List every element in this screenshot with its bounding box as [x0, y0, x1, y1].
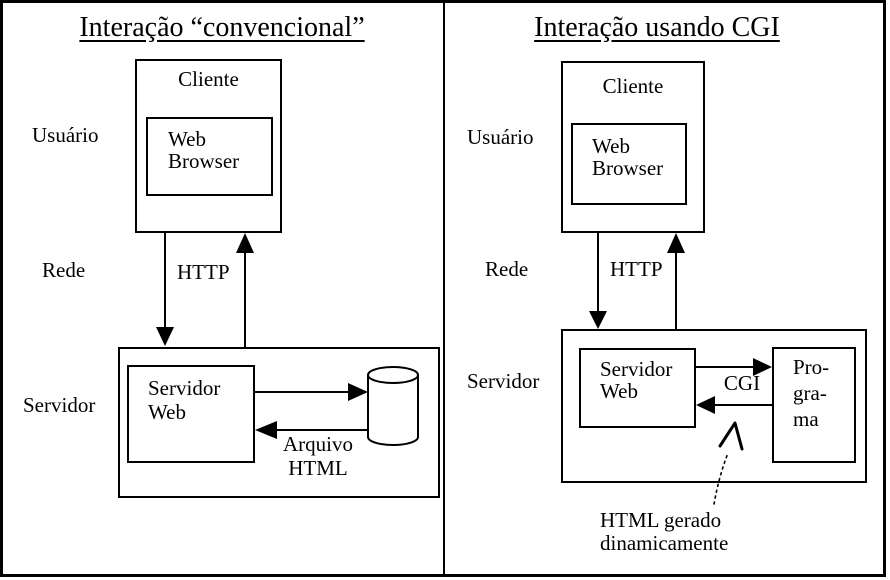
left-file-label-line1: Arquivo [283, 432, 353, 456]
right-web-browser-label-line2: Browser [592, 156, 664, 180]
right-client-box: Cliente [561, 61, 705, 233]
right-web-browser-label-line1: Web [592, 134, 630, 158]
panel-divider [443, 0, 445, 577]
left-web-server-label-line2: Web [148, 400, 186, 424]
left-web-browser-label-line1: Web [168, 127, 206, 151]
right-web-server-label-line2: Web [600, 379, 638, 403]
left-file-label: Arquivo HTML [256, 432, 380, 480]
right-panel-title: Interação usando CGI [534, 12, 780, 43]
right-web-server-box: Servidor Web [579, 348, 696, 428]
right-user-layer-label: Usuário [467, 125, 534, 149]
right-dynamic-html-note-line2: dinamicamente [600, 531, 729, 555]
left-web-browser-label-line2: Browser [168, 149, 240, 173]
right-program-label-line3: ma [793, 407, 819, 431]
right-http-label: HTTP [610, 257, 663, 281]
right-server-layer-label: Servidor [467, 369, 540, 393]
right-web-browser-box: Web Browser [571, 123, 687, 205]
left-user-layer-label: Usuário [32, 123, 99, 147]
right-program-label-line2: gra- [793, 381, 827, 405]
left-web-server-box: Servidor Web [127, 365, 255, 463]
left-web-browser-box: Web Browser [146, 117, 273, 196]
left-file-label-line2: HTML [288, 456, 348, 480]
left-web-server-label-line1: Servidor [148, 376, 221, 400]
right-program-box: Pro- gra- ma [772, 347, 856, 463]
left-client-box-label: Cliente [178, 67, 239, 91]
left-server-layer-label: Servidor [23, 393, 96, 417]
left-server-box [118, 347, 440, 498]
left-network-layer-label: Rede [42, 258, 86, 282]
right-dynamic-html-note-line1: HTML gerado [600, 508, 722, 532]
right-program-label-line1: Pro- [793, 355, 830, 379]
left-panel-title: Interação “convencional” [79, 12, 365, 43]
right-web-server-label-line1: Servidor [600, 357, 673, 381]
left-http-label: HTTP [177, 260, 230, 284]
right-network-layer-label: Rede [485, 257, 529, 281]
right-client-box-label: Cliente [602, 74, 664, 98]
right-dynamic-html-note: HTML gerado dinamicamente [600, 509, 728, 555]
left-client-box: Cliente [135, 59, 282, 233]
right-cgi-label: CGI [723, 371, 761, 395]
